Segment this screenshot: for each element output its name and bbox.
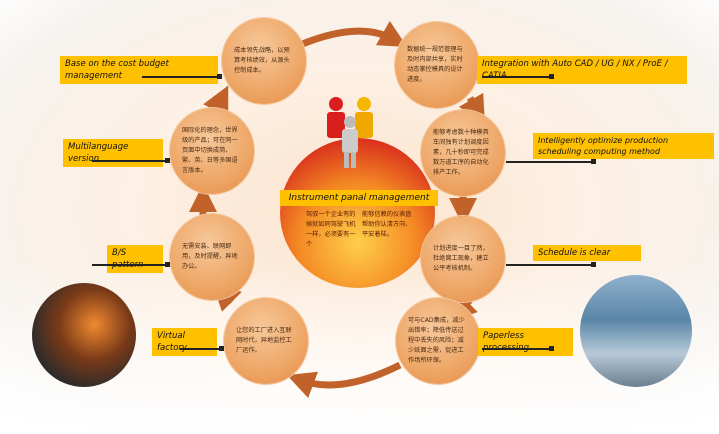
node-cad-integration: 数据统一规范管理与及时内部共享，实时动态掌控模具的设计进度。 bbox=[395, 22, 479, 108]
node-paperless: 可与CAD集成，减少出错率；降低传送过程中丢失的风险；减少纸面之需，促进工作场所… bbox=[396, 298, 480, 384]
arrow-right-1 bbox=[458, 92, 485, 125]
connector-line bbox=[482, 74, 554, 79]
connector-line bbox=[92, 158, 170, 163]
node-scheduling: 能够考虑数十种模具车间独有计划调度因素，几十秒即可完成数万道工序的自动化排产工作… bbox=[421, 110, 505, 196]
label-paperless: Paperless processing bbox=[478, 328, 573, 356]
node-cost-budget: 成本领先战略，以预算考核绩效，从源头控制成本。 bbox=[222, 18, 306, 104]
label-cost-budget: Base on the cost budget management bbox=[60, 56, 218, 84]
arrow-top bbox=[298, 20, 408, 49]
label-scheduling: Intelligently optimize production schedu… bbox=[533, 133, 714, 159]
label-bs-pattern: B/S pattern bbox=[107, 245, 163, 273]
center-text-left: 驾驭一个企业有的候就如同驾驶飞机一样，必须要有一个 bbox=[306, 211, 356, 248]
node-schedule-clear: 计划进度一目了然，杜绝窝工现象，建立公平考核机制。 bbox=[421, 216, 505, 302]
node-bs-pattern: 无需安装、联网即用，及时提醒，异地办公。 bbox=[170, 214, 254, 300]
node-text: 成本领先战略，以预算考核绩效，从源头控制成本。 bbox=[234, 47, 290, 74]
node-text: 无需安装、联网即用，及时提醒，异地办公。 bbox=[182, 243, 238, 270]
node-virtual-factory: 让您的工厂进入互联网时代，异地监控工厂运作。 bbox=[224, 298, 308, 384]
center-panel-circle: 驾驭一个企业有的候就如同驾驶飞机一样，必须要有一个 能够信赖的仪表盘帮助你认清方… bbox=[280, 138, 435, 288]
label-schedule-clear: Schedule is clear bbox=[533, 245, 641, 261]
connector-line bbox=[506, 159, 596, 164]
label-multilanguage: Multilanguage version bbox=[63, 139, 163, 167]
node-text: 计划进度一目了然，杜绝窝工现象，建立公平考核机制。 bbox=[433, 245, 489, 272]
connector-line bbox=[142, 74, 222, 79]
connector-line bbox=[506, 262, 596, 267]
node-text: 国际化的理念，世界级的产品；可在同一页面中切换成简、繁、英、日等多国语言版本。 bbox=[182, 127, 238, 174]
arrow-bottom bbox=[286, 361, 402, 399]
center-text-right: 能够信赖的仪表盘帮助你认清方向、平安着陆。 bbox=[362, 211, 412, 238]
node-text: 让您的工厂进入互联网时代，异地监控工厂运作。 bbox=[236, 327, 292, 354]
center-label: Instrument panal management bbox=[280, 190, 438, 206]
factory-photo bbox=[32, 283, 136, 387]
node-multilanguage: 国际化的理念，世界级的产品；可在同一页面中切换成简、繁、英、日等多国语言版本。 bbox=[170, 108, 254, 194]
node-text: 可与CAD集成，减少出错率；降低传送过程中丢失的风险；减少纸面之需，促进工作场所… bbox=[408, 317, 465, 364]
connector-line bbox=[180, 346, 224, 351]
people-figures-icon bbox=[327, 97, 373, 168]
node-text: 数据统一规范管理与及时内部共享，实时动态掌控模具的设计进度。 bbox=[407, 46, 463, 83]
node-text: 能够考虑数十种模具车间独有计划调度因素，几十秒即可完成数万道工序的自动化排产工作… bbox=[433, 129, 489, 176]
label-virtual-factory: Virtual factory bbox=[152, 328, 217, 356]
connector-line bbox=[482, 346, 554, 351]
connector-line bbox=[92, 262, 170, 267]
workshop-photo bbox=[580, 275, 692, 387]
label-cad-integration: Integration with Auto CAD / UG / NX / Pr… bbox=[477, 56, 687, 84]
